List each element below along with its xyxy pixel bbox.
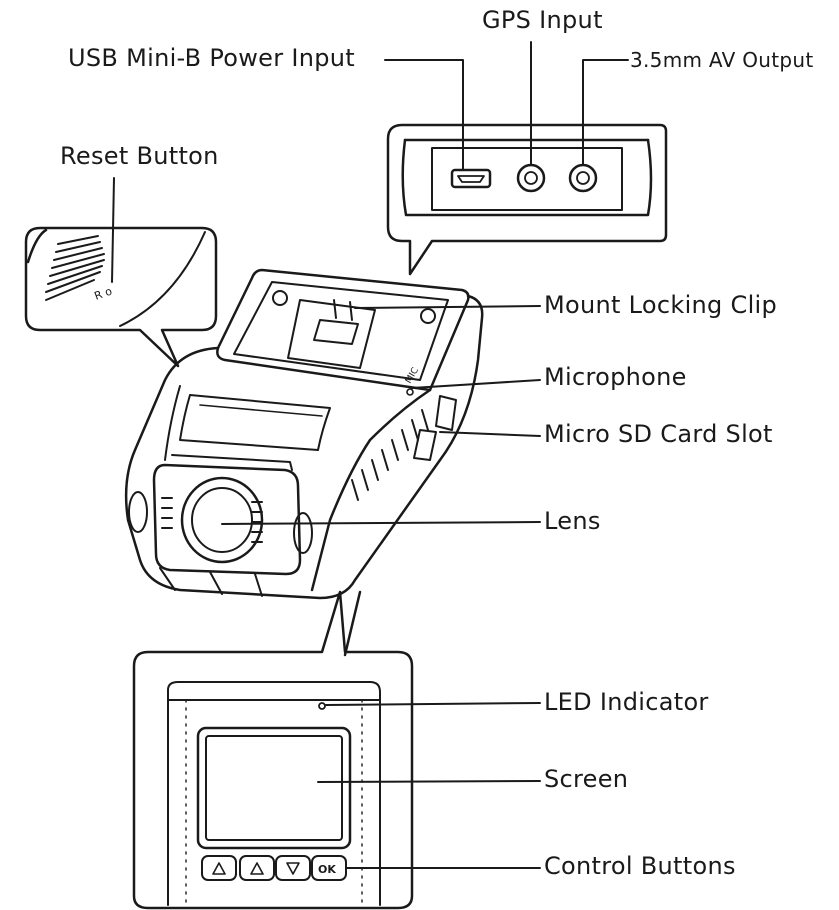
gps-jack-icon	[516, 163, 546, 193]
ports-callout	[386, 123, 668, 276]
speaker-grille-icon	[45, 235, 105, 301]
label-microphone: Microphone	[544, 363, 687, 391]
label-usb-power: USB Mini-B Power Input	[68, 44, 355, 72]
label-av-output: 3.5mm AV Output	[630, 48, 814, 72]
label-led: LED Indicator	[544, 688, 709, 716]
label-control-buttons: Control Buttons	[544, 852, 736, 880]
label-lens: Lens	[544, 507, 601, 535]
reset-mark: R o	[93, 284, 114, 302]
mic-mark: MIC	[404, 366, 421, 385]
sd-slot-icon	[435, 395, 457, 431]
av-jack-icon	[568, 163, 598, 193]
dashcam-body	[124, 268, 484, 657]
microphone-icon	[406, 388, 414, 396]
reset-callout	[24, 226, 218, 368]
rear-callout	[132, 590, 414, 910]
screen-display	[205, 735, 343, 841]
led-icon	[318, 702, 326, 710]
ok-button-mark: OK	[318, 863, 336, 876]
leader-lines	[111, 41, 629, 869]
side-vents	[351, 409, 429, 501]
label-reset-button: Reset Button	[60, 142, 219, 170]
usb-port-icon	[450, 168, 492, 189]
label-gps-input: GPS Input	[482, 6, 603, 34]
lens-icon	[180, 476, 264, 564]
label-screen: Screen	[544, 765, 629, 793]
screen-frame	[196, 726, 352, 850]
label-mount-clip: Mount Locking Clip	[544, 291, 778, 319]
label-sd-slot: Micro SD Card Slot	[544, 420, 773, 448]
